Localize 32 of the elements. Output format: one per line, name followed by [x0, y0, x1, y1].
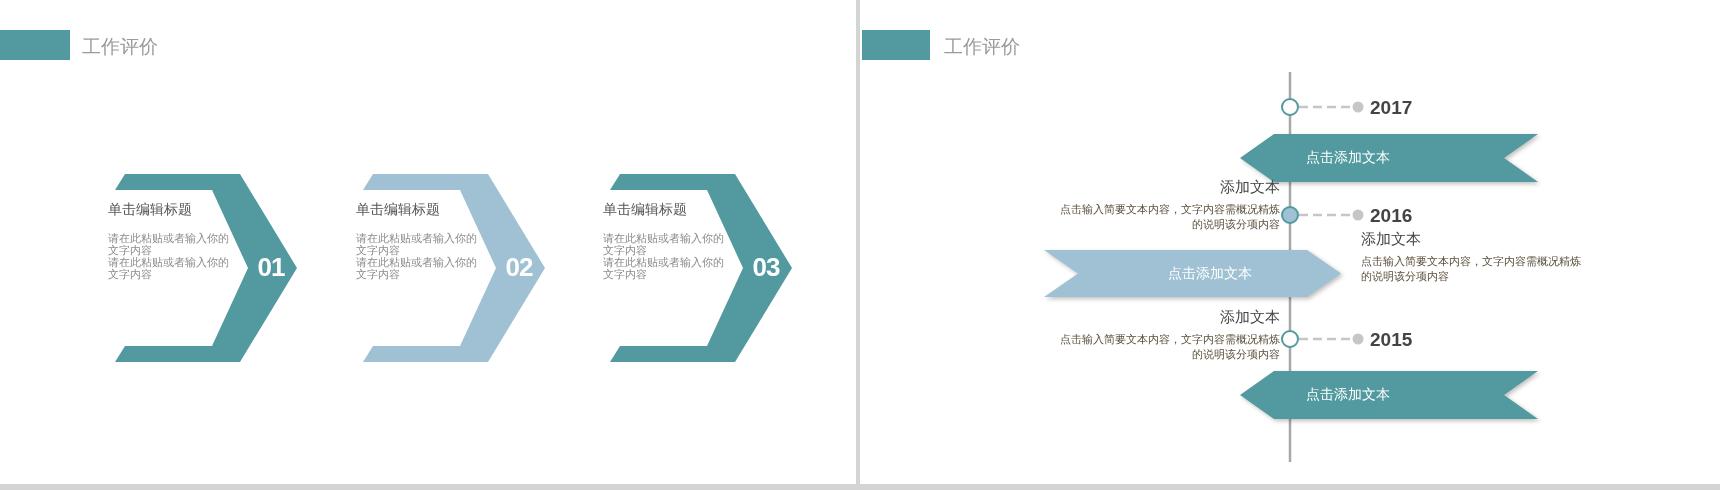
text-heading: 添加文本	[1220, 308, 1280, 327]
dashed-connector	[1299, 209, 1364, 221]
item-heading: 单击编辑标题	[603, 201, 687, 219]
step-number: 03	[751, 252, 781, 282]
banner-text: 点击添加文本	[1306, 386, 1390, 404]
banner-text: 点击添加文本	[1168, 264, 1252, 283]
description-text: 点击输入简要文本内容，文字内容需概况精炼的说明该分项内容	[1361, 254, 1582, 284]
description-text: 点击输入简要文本内容，文字内容需概况精炼的说明该分项内容	[1059, 202, 1280, 232]
item-description: 请在此粘贴或者输入你的文字内容	[603, 256, 725, 280]
dashed-connector	[1299, 101, 1364, 113]
description-text: 点击输入简要文本内容，文字内容需概况精炼的说明该分项内容	[1059, 332, 1280, 362]
year-label: 2017	[1370, 97, 1413, 118]
step-number: 01	[256, 252, 286, 282]
year-label: 2016	[1370, 205, 1413, 226]
item-description: 请在此粘贴或者输入你的文字内容	[356, 256, 478, 280]
banner-text: 点击添加文本	[1306, 149, 1390, 167]
text-heading: 添加文本	[1220, 178, 1280, 197]
text-heading: 添加文本	[1361, 230, 1421, 249]
timeline-marker	[1281, 98, 1299, 116]
item-heading: 单击编辑标题	[108, 201, 192, 219]
item-description: 请在此粘贴或者输入你的文字内容	[603, 232, 725, 256]
dashed-connector	[1299, 333, 1364, 345]
item-description: 请在此粘贴或者输入你的文字内容	[356, 232, 478, 256]
year-label: 2015	[1370, 329, 1413, 350]
slide-title: 工作评价	[82, 34, 158, 59]
step-number: 02	[504, 252, 534, 282]
timeline-marker	[1281, 206, 1299, 224]
timeline-marker	[1281, 330, 1299, 348]
item-heading: 单击编辑标题	[356, 201, 440, 219]
item-description: 请在此粘贴或者输入你的文字内容	[108, 232, 230, 256]
item-description: 请在此粘贴或者输入你的文字内容	[108, 256, 230, 280]
slide-title: 工作评价	[944, 34, 1020, 59]
